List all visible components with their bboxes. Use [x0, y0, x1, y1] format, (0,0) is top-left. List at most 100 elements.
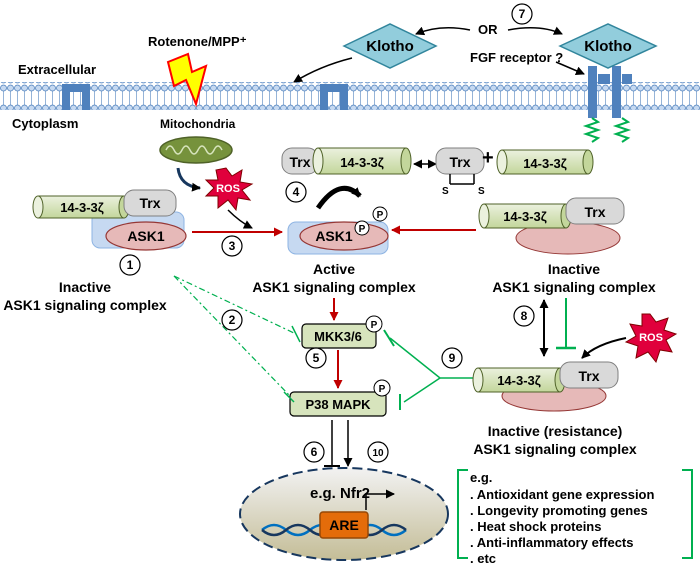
inactive-label-right: Inactive — [548, 261, 600, 277]
svg-text:7: 7 — [519, 7, 526, 21]
trx-1433-free: Trx 14-3-3ζ — [281, 147, 412, 175]
arrow-dissociation — [315, 185, 362, 210]
svg-text:P: P — [379, 384, 386, 395]
step-9-marker: 9 — [441, 347, 463, 369]
extracellular-label: Extracellular — [18, 62, 96, 77]
active-label: Active — [313, 261, 355, 277]
svg-text:ROS: ROS — [639, 332, 663, 344]
svg-text:Klotho: Klotho — [584, 38, 631, 55]
are-box: ARE — [319, 511, 369, 539]
p38-box: P38 MAPK P — [289, 379, 391, 417]
nfr2-label: e.g. Nfr2 — [310, 485, 370, 502]
svg-text:P: P — [377, 210, 384, 221]
step-4-marker: 4 — [285, 181, 307, 203]
svg-text:5: 5 — [313, 351, 320, 365]
svg-text:MKK3/6: MKK3/6 — [314, 329, 362, 344]
svg-text:Trx: Trx — [139, 195, 160, 211]
svg-text:14-3-3ζ: 14-3-3ζ — [497, 373, 541, 388]
step-10-marker: 10 — [367, 441, 389, 463]
svg-text:10: 10 — [372, 448, 384, 459]
svg-text:ASK1: ASK1 — [315, 228, 353, 244]
step-5-marker: 5 — [305, 347, 327, 369]
active-complex-label: ASK1 signaling complex — [252, 279, 416, 295]
inactive-label-left: Inactive — [59, 279, 111, 295]
trx-oxidized: Trx S S — [435, 147, 485, 197]
svg-text:P: P — [371, 320, 378, 331]
klotho-diamond-receptor: Klotho — [558, 23, 658, 69]
inactive-complex-label-right: ASK1 signaling complex — [492, 279, 656, 295]
svg-text:Trx: Trx — [578, 368, 599, 384]
svg-text:ARE: ARE — [329, 517, 359, 533]
effect-item: . Longevity promoting genes — [470, 503, 648, 518]
inactive-complex-label-left: ASK1 signaling complex — [3, 297, 167, 313]
svg-text:4: 4 — [293, 185, 300, 199]
svg-text:S: S — [442, 186, 449, 197]
inhibit-left-mkk — [173, 275, 297, 335]
svg-text:ASK1: ASK1 — [127, 228, 165, 244]
inactive-complex-right: 14-3-3ζ Trx — [478, 197, 625, 255]
svg-text:P38 MAPK: P38 MAPK — [305, 397, 371, 412]
svg-text:8: 8 — [521, 309, 528, 323]
svg-text:Trx: Trx — [449, 154, 470, 170]
mitochondria-label: Mitochondria — [160, 117, 236, 131]
klotho-diamond: Klotho — [342, 23, 438, 69]
svg-text:14-3-3ζ: 14-3-3ζ — [503, 209, 547, 224]
step-3-marker: 3 — [221, 235, 243, 257]
membrane-channel — [320, 84, 348, 110]
cell-membrane — [0, 82, 700, 110]
svg-text:ROS: ROS — [216, 183, 240, 195]
or-label: OR — [478, 22, 498, 37]
ros-burst-icon: ROS — [624, 313, 678, 364]
arrow-or-receptor — [507, 26, 563, 35]
step-1-marker: 1 — [119, 254, 141, 276]
step-2-marker: 2 — [221, 309, 243, 331]
mitochondria-icon — [159, 136, 233, 164]
resistance-complex-label: ASK1 signaling complex — [473, 441, 637, 457]
arrow-or-klotho — [415, 26, 471, 36]
lightning-icon — [166, 52, 208, 108]
svg-text:14-3-3ζ: 14-3-3ζ — [60, 200, 104, 215]
svg-text:9: 9 — [449, 351, 456, 365]
effect-item: . Anti-inflammatory effects — [470, 535, 634, 550]
fgf-receptor-icon — [582, 66, 632, 143]
arrow-ros-resistance — [581, 337, 627, 359]
fgf-receptor-label: FGF receptor ? — [470, 50, 563, 65]
mkk-box: MKK3/6 P — [301, 315, 383, 349]
svg-text:14-3-3ζ: 14-3-3ζ — [523, 156, 567, 171]
fourteen33-free: 14-3-3ζ — [496, 149, 594, 175]
arrow-to-receptor — [555, 61, 585, 75]
svg-text:S: S — [478, 186, 485, 197]
svg-text:Klotho: Klotho — [366, 38, 413, 55]
svg-text:Trx: Trx — [584, 204, 605, 220]
transcription-arrow — [365, 489, 395, 510]
effect-item: . etc — [470, 551, 496, 566]
inactive-complex-left: ASK1 14-3-3ζ Trx — [32, 189, 187, 251]
arrow-ros-active — [227, 209, 253, 229]
svg-text:P: P — [359, 224, 366, 235]
inhibit-resistance-p38 — [403, 377, 441, 403]
plus-sign: + — [482, 147, 494, 169]
step-6-marker: 6 — [303, 441, 325, 463]
svg-text:2: 2 — [229, 313, 236, 327]
effects-bracket-right — [682, 469, 693, 559]
effect-item: . Heat shock proteins — [470, 519, 601, 534]
resistance-complex: 14-3-3ζ Trx — [472, 361, 619, 412]
svg-text:1: 1 — [127, 258, 134, 272]
svg-text:3: 3 — [229, 239, 236, 253]
svg-text:Trx: Trx — [289, 154, 310, 170]
effects-bracket-left — [457, 469, 468, 559]
cytoplasm-label: Cytoplasm — [12, 116, 78, 131]
active-complex: ASK1 P P — [287, 206, 389, 255]
step-markers: 1 2 3 4 5 6 7 8 9 10 — [119, 3, 535, 463]
step-7-marker: 7 — [511, 3, 533, 25]
arrow-mito-ros — [176, 167, 201, 192]
ros-burst-icon: ROS — [204, 167, 254, 212]
svg-text:14-3-3ζ: 14-3-3ζ — [340, 155, 384, 170]
step-8-marker: 8 — [513, 305, 535, 327]
effect-item: . Antioxidant gene expression — [470, 487, 655, 502]
arrow-klotho-membrane — [293, 57, 353, 83]
membrane-channel — [62, 84, 90, 110]
resistance-label: Inactive (resistance) — [488, 423, 623, 439]
